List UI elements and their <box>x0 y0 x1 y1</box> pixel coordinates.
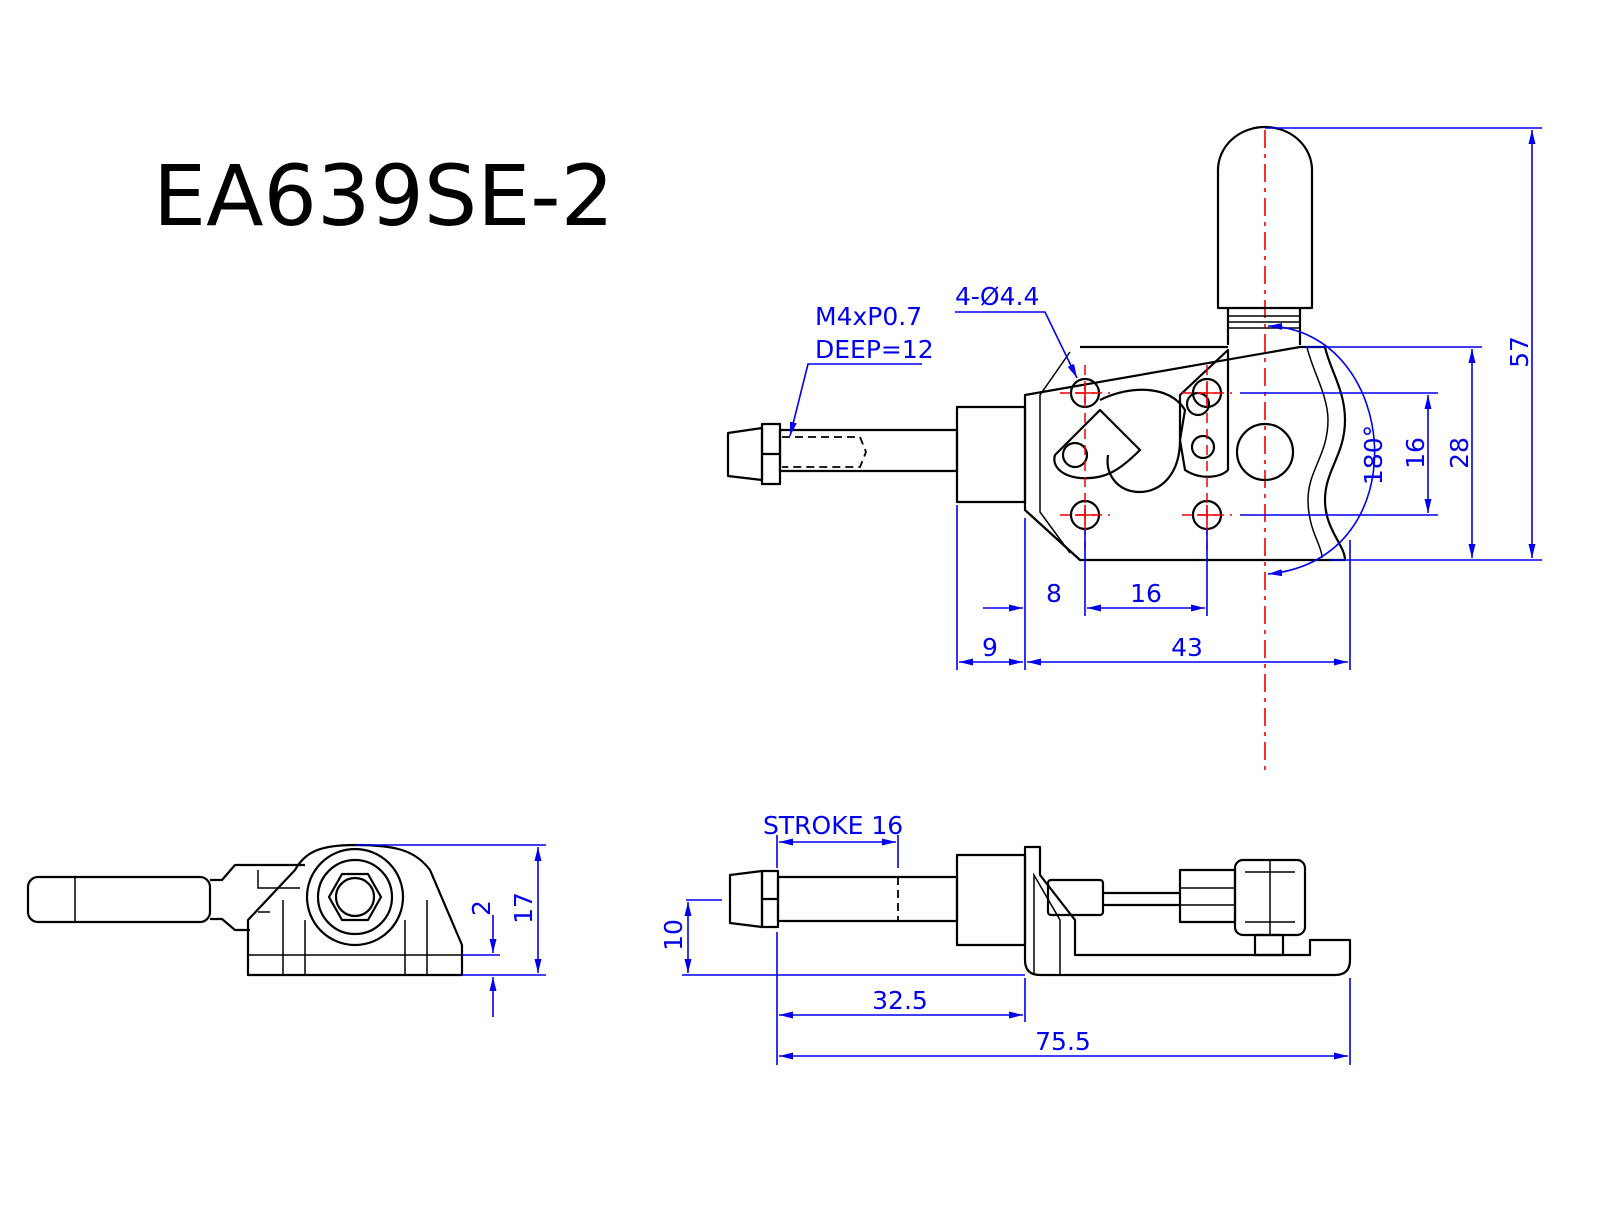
thread-note-line1: M4xP0.7 <box>815 302 922 331</box>
hex-nut <box>760 869 780 929</box>
spindle-tip <box>728 869 764 929</box>
toggle-link <box>1099 388 1187 494</box>
link-block <box>1178 868 1237 924</box>
spindle-bushing <box>955 405 1027 504</box>
handle-grip <box>26 875 212 924</box>
handle-grooves <box>1228 315 1300 329</box>
dim-body-length: 43 <box>1171 633 1203 662</box>
hex-nut <box>760 422 782 486</box>
thread-note-line2: DEEP=12 <box>815 335 934 364</box>
tapped-hole-hidden <box>782 436 867 468</box>
base-plate <box>1023 345 1347 562</box>
plate-edge-line <box>1306 346 1329 559</box>
dim-base-thickness: 2 <box>467 900 496 916</box>
part-number-title: EA639SE-2 <box>153 147 614 245</box>
pivot-hole <box>1235 422 1295 482</box>
dim-rotation: 180° <box>1359 425 1388 485</box>
dim-hole-spacing-h: 16 <box>1130 579 1162 608</box>
base-plate-bracket <box>1023 845 1352 977</box>
spindle-bushing <box>955 853 1027 947</box>
plate-bend-line <box>1039 351 1071 554</box>
dim-overall-height: 57 <box>1505 336 1534 368</box>
side-view-dimensions: 2 17 <box>355 844 546 1017</box>
top-view-dimensions: 57 28 16 180° 8 16 9 43 M4xP0.7 DEEP=12 … <box>789 127 1542 670</box>
mounting-holes <box>1060 365 1232 550</box>
dim-overall-length: 75.5 <box>1035 1027 1091 1056</box>
dim-hole-offset: 8 <box>1046 579 1062 608</box>
plunger-end <box>334 876 376 918</box>
top-view: 57 28 16 180° 8 16 9 43 M4xP0.7 DEEP=12 … <box>726 125 1542 770</box>
handle-neck <box>210 863 305 932</box>
rotation-arc <box>1267 322 1376 577</box>
spindle-tip <box>726 426 764 482</box>
dim-spindle-offset: 9 <box>982 633 998 662</box>
dim-hole-spacing-v: 16 <box>1401 437 1430 469</box>
bushing-inner <box>316 858 394 936</box>
thread-leader <box>789 363 922 437</box>
handle-grip <box>1216 125 1314 310</box>
hole-note: 4-Ø4.4 <box>955 282 1039 311</box>
front-view: STROKE 16 10 32.5 75.5 <box>659 811 1352 1065</box>
dim-height: 17 <box>509 892 538 924</box>
dim-spindle-reach: 32.5 <box>872 986 928 1015</box>
link-arm <box>1053 408 1142 480</box>
link-pin <box>1061 441 1089 469</box>
dim-body-height: 28 <box>1445 437 1474 469</box>
pivot-stud <box>1253 933 1285 957</box>
plunger-rod <box>776 875 959 923</box>
hole-leader <box>955 311 1078 379</box>
front-view-dimensions: STROKE 16 10 32.5 75.5 <box>659 811 1351 1065</box>
dim-spindle-height: 10 <box>659 919 688 951</box>
plunger-rod <box>778 428 959 473</box>
clevis <box>1046 878 1105 917</box>
handle-neck <box>1226 308 1302 345</box>
dim-stroke: STROKE 16 <box>763 811 903 840</box>
bushing-outer <box>305 847 405 947</box>
link-rod <box>1103 891 1180 907</box>
hole-center-lines <box>1060 365 1232 550</box>
hex-nut <box>327 872 383 922</box>
lever-pin <box>1190 434 1216 460</box>
handle-lever <box>1178 348 1230 478</box>
side-view: 2 17 <box>26 843 546 1017</box>
